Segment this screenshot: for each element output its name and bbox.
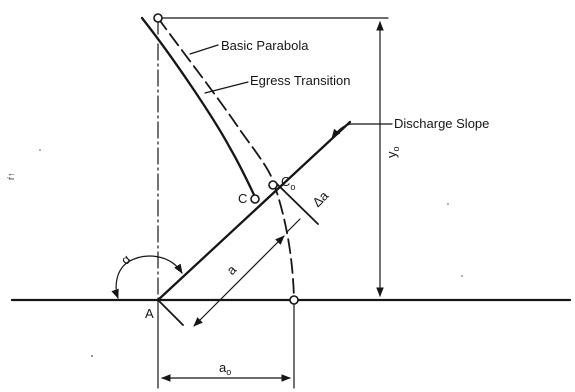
leader-basic-parabola: [189, 44, 219, 55]
dim-line-a: [193, 235, 285, 327]
node-ao-end: [289, 295, 299, 305]
speck-2: [447, 203, 449, 205]
label-point-co-sub: o: [290, 182, 295, 192]
label-angle-alpha: α: [118, 251, 134, 267]
basic-parabola-curve: [140, 16, 258, 201]
perpendicular-tick-a: [157, 299, 184, 326]
label-dim-ao-main: a: [219, 360, 227, 375]
label-dim-yo-main: y: [384, 151, 399, 158]
angle-alpha-arc: [111, 255, 183, 299]
label-dim-yo-sub: o: [391, 146, 401, 151]
label-egress-transition: Egress Transition: [250, 73, 350, 88]
label-point-c: C: [238, 191, 247, 206]
label-side-mark: ŕ↑: [6, 173, 16, 181]
node-c: [250, 194, 260, 204]
node-co: [268, 180, 278, 190]
label-point-co-main: C: [281, 174, 290, 189]
label-discharge-slope: Discharge Slope: [394, 116, 489, 131]
label-dim-ao-sub: o: [226, 367, 231, 377]
node-top: [153, 13, 163, 23]
leader-egress-transition: [204, 81, 249, 94]
speck-4: [39, 149, 41, 151]
label-dim-a: a: [224, 262, 240, 278]
speck-1: [91, 355, 93, 357]
egress-transition-curve: [157, 17, 295, 301]
speck-3: [461, 275, 463, 277]
label-dim-yo: yo: [384, 146, 401, 158]
perpendicular-tick-co: [276, 183, 319, 225]
label-point-co: Co: [281, 174, 295, 192]
label-point-a: A: [145, 306, 154, 321]
label-dim-delta-a: Δa: [309, 187, 331, 209]
leader-discharge-slope: [331, 123, 393, 139]
label-dim-ao: ao: [219, 360, 231, 377]
dim-line-delta-a: [286, 218, 301, 233]
label-basic-parabola: Basic Parabola: [221, 38, 309, 53]
discharge-slope-line: [156, 120, 352, 302]
